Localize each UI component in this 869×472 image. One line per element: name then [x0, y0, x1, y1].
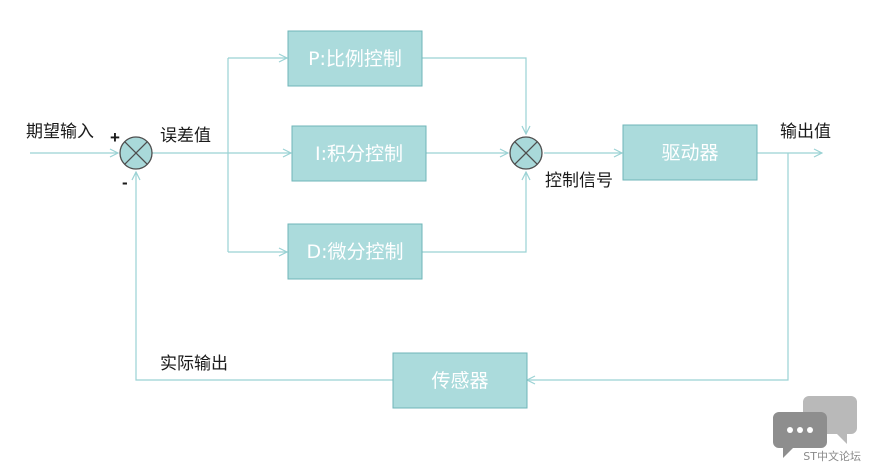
driver-label: 驱动器 — [661, 142, 718, 164]
plus-sign: + — [110, 128, 120, 147]
p-control-label: P:比例控制 — [308, 48, 402, 70]
sensor-label: 传感器 — [431, 370, 488, 392]
sensor-block: 传感器 — [392, 352, 528, 409]
i-control-block: I:积分控制 — [291, 125, 427, 182]
d-out-line — [422, 172, 526, 253]
output-label: 输出值 — [780, 122, 831, 142]
error-label: 误差值 — [160, 126, 211, 146]
feedback-to-summer-line — [136, 172, 393, 381]
driver-block: 驱动器 — [622, 124, 758, 181]
summing-junction-2 — [509, 136, 543, 170]
actual-output-label: 实际输出 — [160, 354, 228, 374]
d-control-label: D:微分控制 — [306, 241, 403, 263]
feedback-to-sensor-line — [527, 153, 789, 380]
p-control-block: P:比例控制 — [287, 30, 423, 87]
chat-bubbles-icon — [773, 396, 857, 458]
p-out-line — [422, 57, 526, 134]
control-signal-label: 控制信号 — [545, 171, 613, 191]
d-control-block: D:微分控制 — [287, 223, 423, 280]
watermark-text: ST中文论坛 — [803, 450, 861, 463]
minus-sign: - — [122, 173, 128, 192]
summing-junction-1 — [119, 136, 153, 170]
i-control-label: I:积分控制 — [315, 143, 403, 165]
desired-input-label: 期望输入 — [26, 122, 94, 142]
